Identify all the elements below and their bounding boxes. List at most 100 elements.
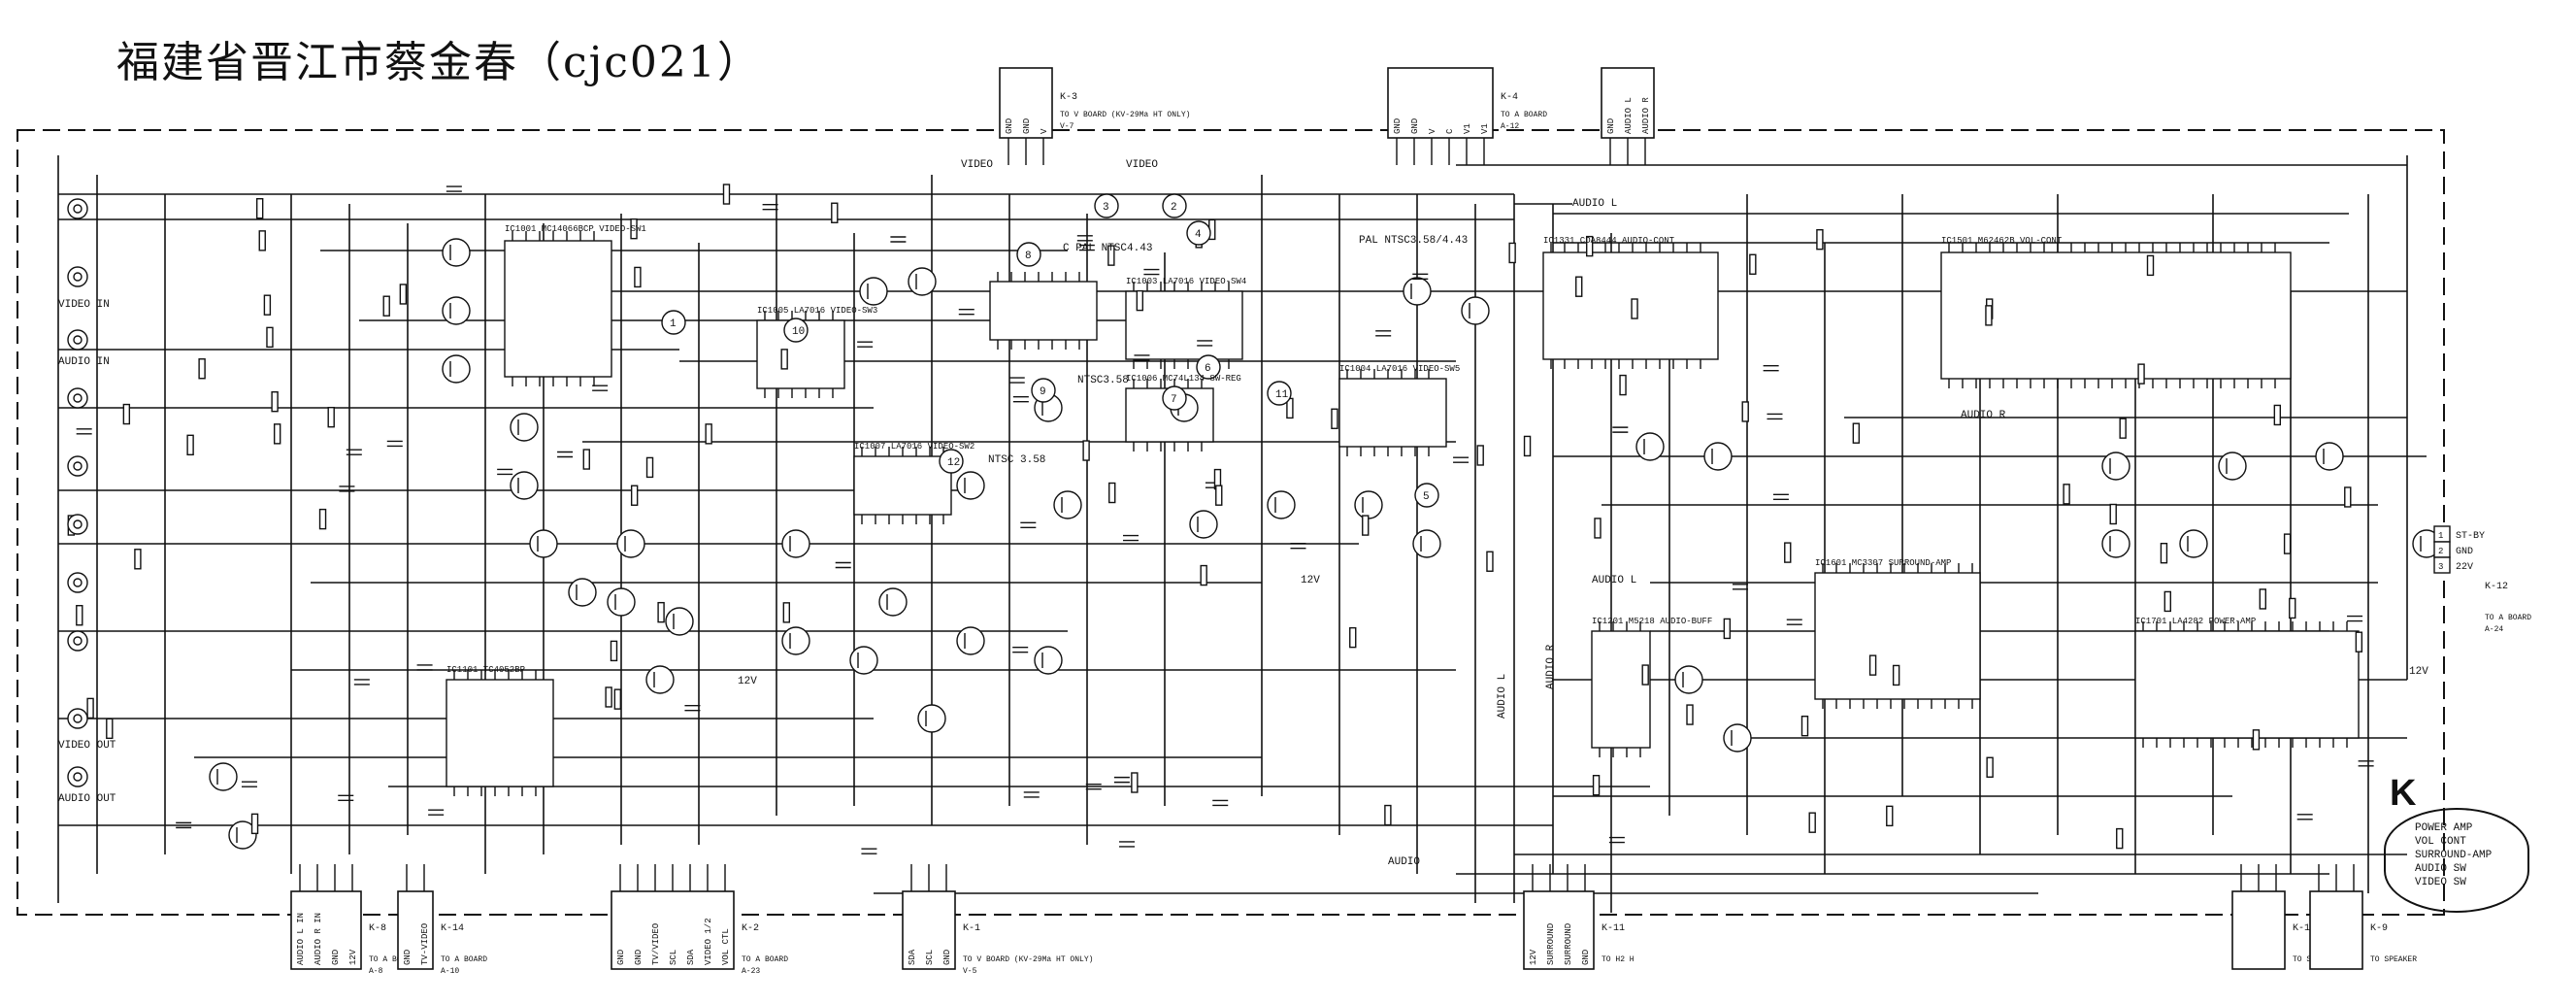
resistor-symbol: [1592, 775, 1601, 796]
signal-label: AUDIO R: [1961, 410, 2006, 421]
resistor-symbol: [258, 230, 266, 251]
test-point-number: 4: [1195, 229, 1202, 241]
transistor-symbol: [529, 529, 558, 558]
connector-pin-label: SCL: [925, 950, 935, 965]
board-desc-line: POWER AMP: [2415, 822, 2473, 834]
ic-block: [1591, 630, 1651, 749]
connector-pin-label: GND: [1005, 118, 1014, 134]
connector-sub: A-24: [2485, 625, 2503, 634]
resistor-symbol: [399, 284, 408, 305]
connector-note: TO A BOARD: [1501, 111, 1547, 119]
ic-block: [1542, 251, 1719, 360]
transistor-symbol: [209, 762, 238, 791]
connector-pin-label: 12V: [348, 949, 358, 965]
connector-pin-label: GND: [616, 950, 626, 965]
signal-label: VIDEO OUT: [58, 740, 116, 752]
jack-center: [73, 272, 83, 282]
connector-pin-label: 22V: [2456, 562, 2473, 573]
transistor-symbol: [956, 471, 985, 500]
resistor-symbol: [1886, 805, 1894, 827]
connector-pin-number: 1: [2438, 531, 2443, 541]
resistor-symbol: [1349, 626, 1357, 649]
connector-pin-label: TV-VIDEO: [420, 923, 430, 965]
resistor-symbol: [1131, 772, 1139, 793]
ic-label: IC1005 LA7016 VIDEO-SW3: [757, 306, 877, 316]
transistor-symbol: [665, 607, 694, 636]
signal-label: NTSC3.58: [1077, 375, 1129, 386]
connector-pin-label: GND: [1581, 950, 1591, 965]
resistor-symbol: [645, 456, 654, 479]
test-point-circle: [661, 310, 686, 335]
board-outline: [17, 129, 2445, 916]
resistor-symbol: [1985, 305, 1993, 326]
transistor-symbol: [1461, 296, 1490, 325]
resistor-symbol: [1784, 542, 1792, 563]
transistor-symbol: [2218, 452, 2247, 481]
connector-body: [2231, 890, 2286, 970]
resistor-symbol: [2273, 404, 2282, 426]
test-point-circle: [1162, 385, 1187, 411]
transistor-symbol: [1189, 510, 1218, 539]
components: [67, 184, 2441, 854]
connector-body: [1387, 67, 1494, 139]
resistor-symbol: [782, 602, 791, 623]
connector-note: TO A BOARD: [441, 955, 487, 964]
resistor-symbol: [1486, 551, 1494, 572]
connector-sub: A-23: [742, 967, 760, 976]
test-point-number: 7: [1171, 394, 1177, 406]
connector-body: [1601, 67, 1655, 139]
transistor-symbol: [908, 267, 937, 296]
transistor-symbol: [1635, 432, 1665, 461]
signal-label: 12V: [738, 676, 757, 687]
transistor-symbol: [510, 413, 539, 442]
resistor-symbol: [605, 686, 612, 708]
transistor-symbol: [1267, 490, 1296, 519]
resistor-symbol: [1986, 756, 1994, 778]
resistor-symbol: [76, 605, 83, 626]
connector-pin-label: SDA: [686, 949, 696, 965]
connector-ref: K-11: [1602, 923, 1625, 934]
connector-sub: A-8: [369, 967, 383, 976]
connector-pin-label: 12V: [1529, 949, 1538, 965]
resistor-symbol: [134, 549, 142, 570]
connector-pin-label: SCL: [669, 950, 678, 965]
transistor-symbol: [1403, 277, 1432, 306]
signal-label: 12V: [2409, 666, 2428, 678]
resistor-symbol: [657, 601, 665, 623]
resistor-symbol: [1331, 408, 1338, 429]
transistor-symbol: [1723, 723, 1752, 753]
resistor-symbol: [2119, 418, 2127, 439]
test-point-number: 6: [1205, 363, 1211, 375]
connector-pin-label: V: [1040, 128, 1049, 134]
transistor-symbol: [1412, 529, 1441, 558]
signal-label: 12V: [1301, 575, 1320, 586]
resistor-symbol: [1800, 715, 1809, 737]
transistor-symbol: [956, 626, 985, 655]
transistor-symbol: [1674, 665, 1703, 694]
diagram-title: 福建省晋江市蔡金春（cjc021）: [116, 38, 762, 87]
resistor-symbol: [2289, 597, 2296, 619]
transistor-symbol: [2315, 442, 2344, 471]
jack-center: [73, 335, 83, 345]
resistor-symbol: [831, 202, 839, 223]
connector-body: [999, 67, 1053, 139]
connector-ref: K-9: [2370, 923, 2388, 934]
test-point-circle: [1016, 242, 1041, 267]
resistor-symbol: [1215, 485, 1223, 506]
resistor-symbol: [582, 449, 590, 470]
test-point-number: 9: [1040, 386, 1046, 398]
connector-ref: K-14: [441, 923, 464, 934]
resistor-symbol: [106, 718, 114, 740]
connector-pin-label: GND: [942, 950, 952, 965]
resistor-symbol: [2109, 503, 2117, 525]
test-point-circle: [1031, 378, 1056, 403]
resistor-symbol: [1852, 422, 1861, 444]
resistor-symbol: [1641, 664, 1649, 686]
jack-center: [73, 714, 83, 723]
transistor-symbol: [781, 529, 810, 558]
connector-pin-label: SURROUND: [1564, 923, 1573, 965]
test-point-circle: [1186, 220, 1211, 246]
transistor-symbol: [1703, 442, 1733, 471]
